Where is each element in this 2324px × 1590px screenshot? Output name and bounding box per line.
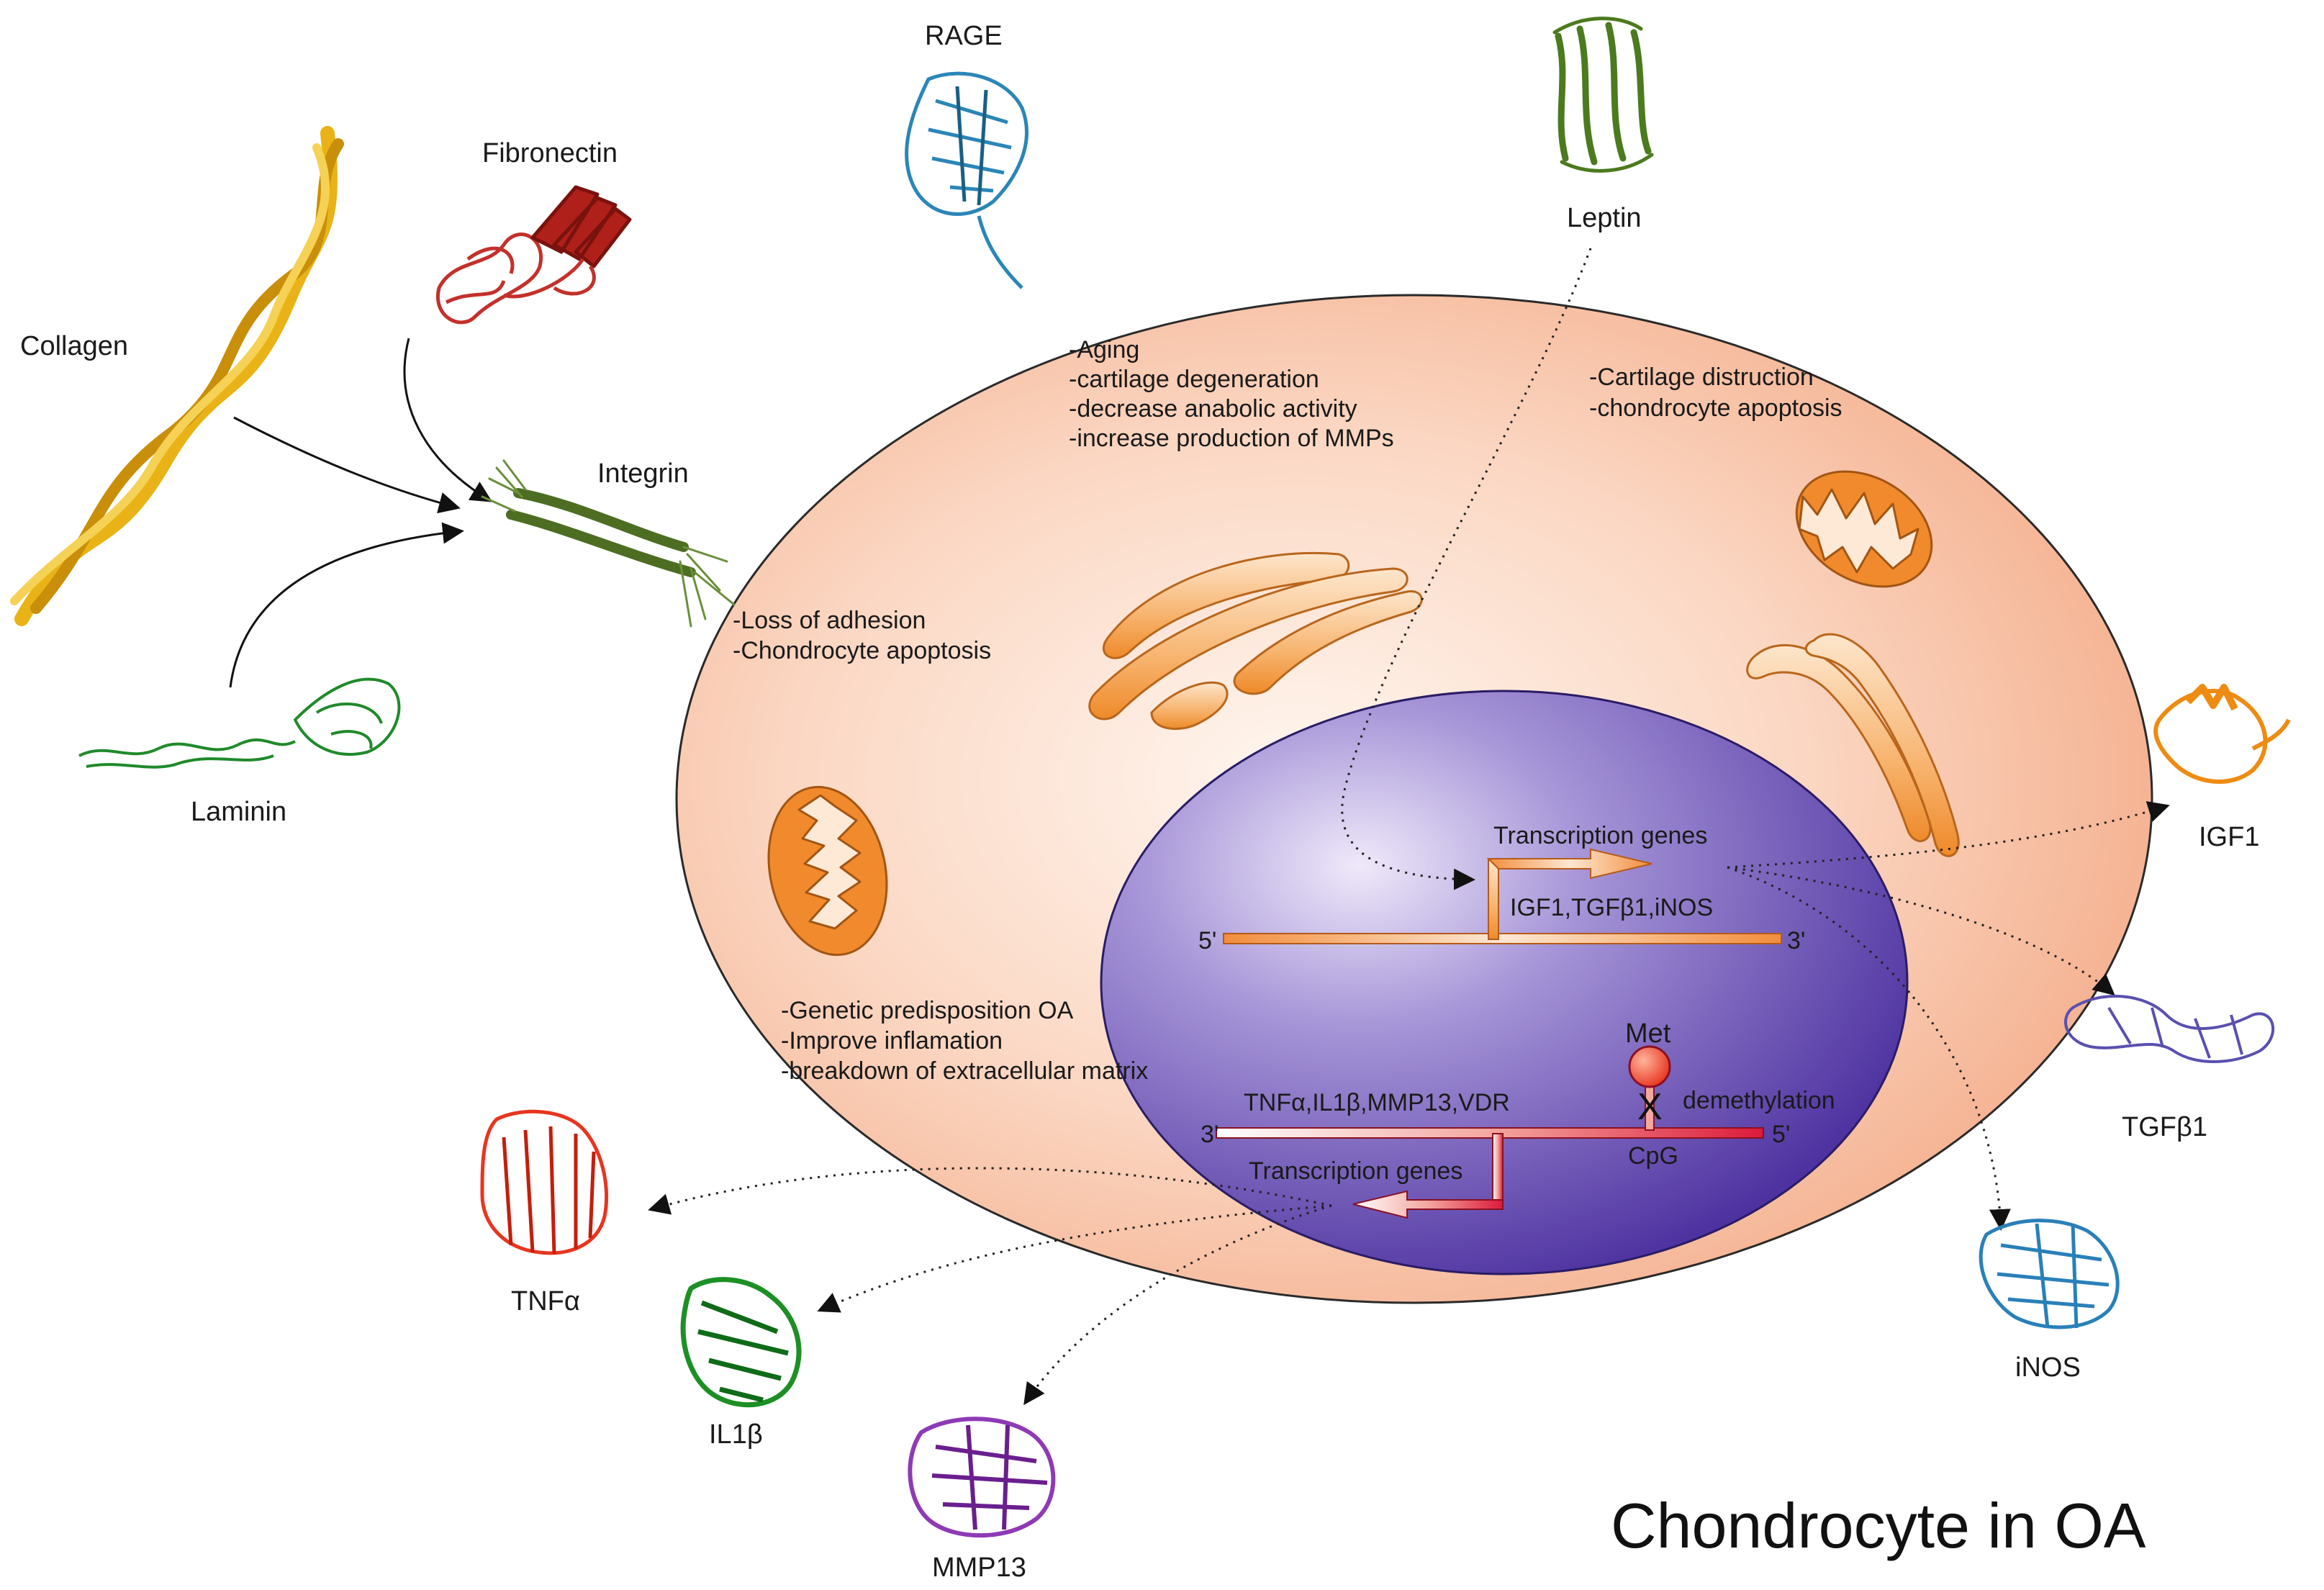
upper-strand-end-right: 3' — [1787, 927, 1805, 954]
endoplasmic-reticulum-left — [1088, 551, 1423, 731]
il1b-protein-icon — [680, 1277, 802, 1408]
inos-protein-icon — [1979, 1219, 2120, 1329]
laminin-protein-icon — [78, 677, 401, 769]
met-label: Met — [1625, 1018, 1671, 1049]
upper-transcription-label: Transcription genes — [1493, 822, 1707, 849]
rage-label: RAGE — [925, 21, 1003, 51]
methyl-group — [1628, 1045, 1671, 1131]
fibronectin-label: Fibronectin — [482, 138, 618, 168]
arrow-laminin-integrin — [229, 522, 464, 688]
note-destruction: -Cartilage distruction -chondrocyte apop… — [1589, 363, 1843, 422]
fibronectin-protein-icon — [435, 185, 632, 325]
tgfb1-label: TGFβ1 — [2122, 1112, 2207, 1142]
tgfb1-protein-icon — [2064, 995, 2274, 1063]
mmp13-label: MMP13 — [932, 1553, 1026, 1583]
il1b-label: IL1β — [709, 1419, 763, 1450]
laminin-label: Laminin — [191, 797, 286, 827]
tnfa-protein-icon — [480, 1109, 609, 1255]
lower-dna-strand — [1216, 1127, 1764, 1219]
svg-text:-chondrocyte apoptosis: -chondrocyte apoptosis — [1589, 394, 1843, 422]
arrow-transcription-mmp13 — [1023, 1204, 1332, 1406]
svg-text:-breakdown of extracellular ma: -breakdown of extracellular matrix — [781, 1057, 1148, 1085]
leptin-protein-icon — [1552, 17, 1654, 173]
svg-text:-decrease anabolic activity: -decrease anabolic activity — [1069, 395, 1357, 423]
arrow-leptin-nucleus — [1341, 248, 1592, 890]
note-genetic: -Genetic predisposition OA -Improve infl… — [781, 997, 1148, 1085]
svg-text:-Improve inflamation: -Improve inflamation — [781, 1027, 1003, 1054]
lower-strand-end-right: 5' — [1772, 1121, 1790, 1148]
svg-text:-Cartilage distruction: -Cartilage distruction — [1589, 363, 1814, 391]
svg-text:-Genetic predisposition OA: -Genetic predisposition OA — [781, 997, 1074, 1024]
igf1-protein-icon — [2153, 684, 2291, 784]
inos-label: iNOS — [2015, 1352, 2081, 1383]
note-adhesion: -Loss of adhesion -Chondrocyte apoptosis — [733, 607, 991, 664]
arrow-transcription-tgfb1 — [1727, 866, 2115, 996]
endoplasmic-reticulum-right — [1746, 633, 1960, 857]
rage-protein-icon — [905, 71, 1028, 289]
demethylation-label: demethylation — [1683, 1087, 1835, 1114]
integrin-label: Integrin — [597, 459, 689, 489]
integrin-protein-icon — [481, 459, 736, 628]
collagen-protein-icon — [10, 126, 344, 626]
mitochondrion-right — [1795, 470, 1933, 588]
svg-text:-cartilage degeneration: -cartilage degeneration — [1069, 366, 1319, 393]
cpg-label: CpG — [1628, 1142, 1678, 1170]
mmp13-protein-icon — [908, 1417, 1056, 1538]
arrow-fibronectin-integrin — [403, 338, 493, 502]
svg-text:-Loss of adhesion: -Loss of adhesion — [733, 607, 926, 634]
mitochondrion-left — [767, 785, 888, 957]
diagram-title: Chondrocyte in OA — [1611, 1490, 2146, 1561]
upper-gene-list: IGF1,TGFβ1,iNOS — [1510, 894, 1713, 921]
leptin-label: Leptin — [1567, 203, 1642, 233]
lower-transcription-label: Transcription genes — [1249, 1157, 1462, 1185]
arrow-transcription-tnfa — [648, 1167, 1332, 1215]
lower-gene-list: TNFα,IL1β,MMP13,VDR — [1244, 1089, 1510, 1116]
upper-strand-end-left: 5' — [1198, 927, 1216, 954]
arrow-collagen-integrin — [233, 416, 461, 514]
svg-text:-Aging: -Aging — [1069, 336, 1139, 363]
lower-strand-end-left: 3' — [1201, 1121, 1218, 1148]
demethylation-block-mark: X — [1637, 1086, 1663, 1128]
note-aging: -Aging -cartilage degeneration -decrease… — [1069, 336, 1394, 452]
svg-text:-increase production of MMPs: -increase production of MMPs — [1069, 425, 1394, 452]
tnfa-label: TNFα — [511, 1286, 580, 1316]
svg-text:-Chondrocyte apoptosis: -Chondrocyte apoptosis — [733, 637, 991, 664]
upper-dna-strand — [1223, 848, 1782, 944]
collagen-label: Collagen — [20, 331, 128, 361]
igf1-label: IGF1 — [2199, 822, 2259, 852]
